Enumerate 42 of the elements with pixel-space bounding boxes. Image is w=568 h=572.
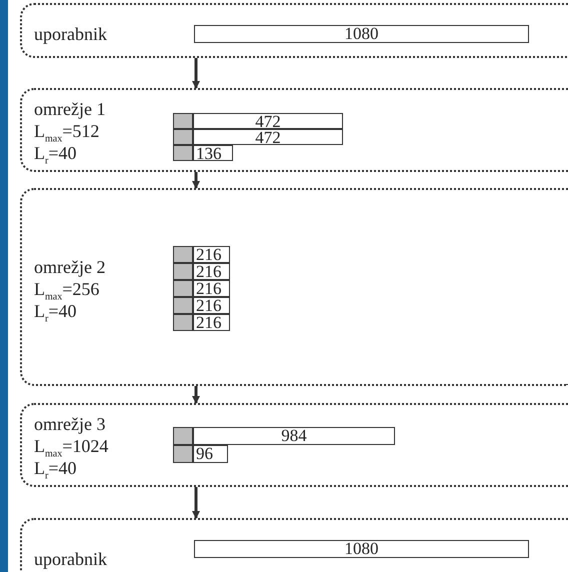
arrow: [192, 58, 200, 89]
header-block: [173, 280, 193, 297]
data-segment: 136: [193, 145, 233, 161]
data-segment: 1080: [194, 540, 529, 558]
data-segment: 216: [193, 263, 230, 280]
data-segment: 1080: [194, 25, 529, 43]
band-label: L$_{r}$=40: [34, 457, 78, 479]
arrow: [192, 386, 200, 404]
header-block: [173, 314, 193, 331]
band-label: omrežje 1: [34, 98, 106, 120]
band-label: L$_{max}$=1024: [34, 435, 108, 457]
data-segment: 472: [193, 129, 343, 145]
header-block: [173, 427, 193, 445]
network-band: [20, 518, 568, 572]
data-segment: 216: [193, 314, 230, 331]
data-segment: 96: [193, 445, 228, 463]
band-label: uporabnik: [34, 548, 107, 570]
data-segment: 984: [193, 427, 395, 445]
data-segment: 216: [193, 246, 230, 263]
header-block: [173, 129, 193, 145]
band-label: L$_{r}$=40: [34, 300, 78, 322]
arrow: [192, 487, 200, 519]
header-block: [173, 113, 193, 129]
band-label: L$_{max}$=512: [34, 120, 100, 142]
network-band: [20, 403, 568, 487]
data-segment: 216: [193, 297, 230, 314]
network-band: [20, 88, 568, 172]
header-block: [173, 445, 193, 463]
band-label: omrežje 2: [34, 256, 106, 278]
band-label: L$_{r}$=40: [34, 142, 78, 164]
network-band: [20, 3, 568, 58]
header-block: [173, 246, 193, 263]
network-band: [20, 188, 568, 386]
data-segment: 216: [193, 280, 230, 297]
band-label: uporabnik: [34, 23, 107, 45]
header-block: [173, 145, 193, 161]
header-block: [173, 297, 193, 314]
band-label: L$_{max}$=256: [34, 278, 100, 300]
header-block: [173, 263, 193, 280]
arrow: [192, 172, 200, 189]
data-segment: 472: [193, 113, 343, 129]
band-label: omrežje 3: [34, 413, 106, 435]
